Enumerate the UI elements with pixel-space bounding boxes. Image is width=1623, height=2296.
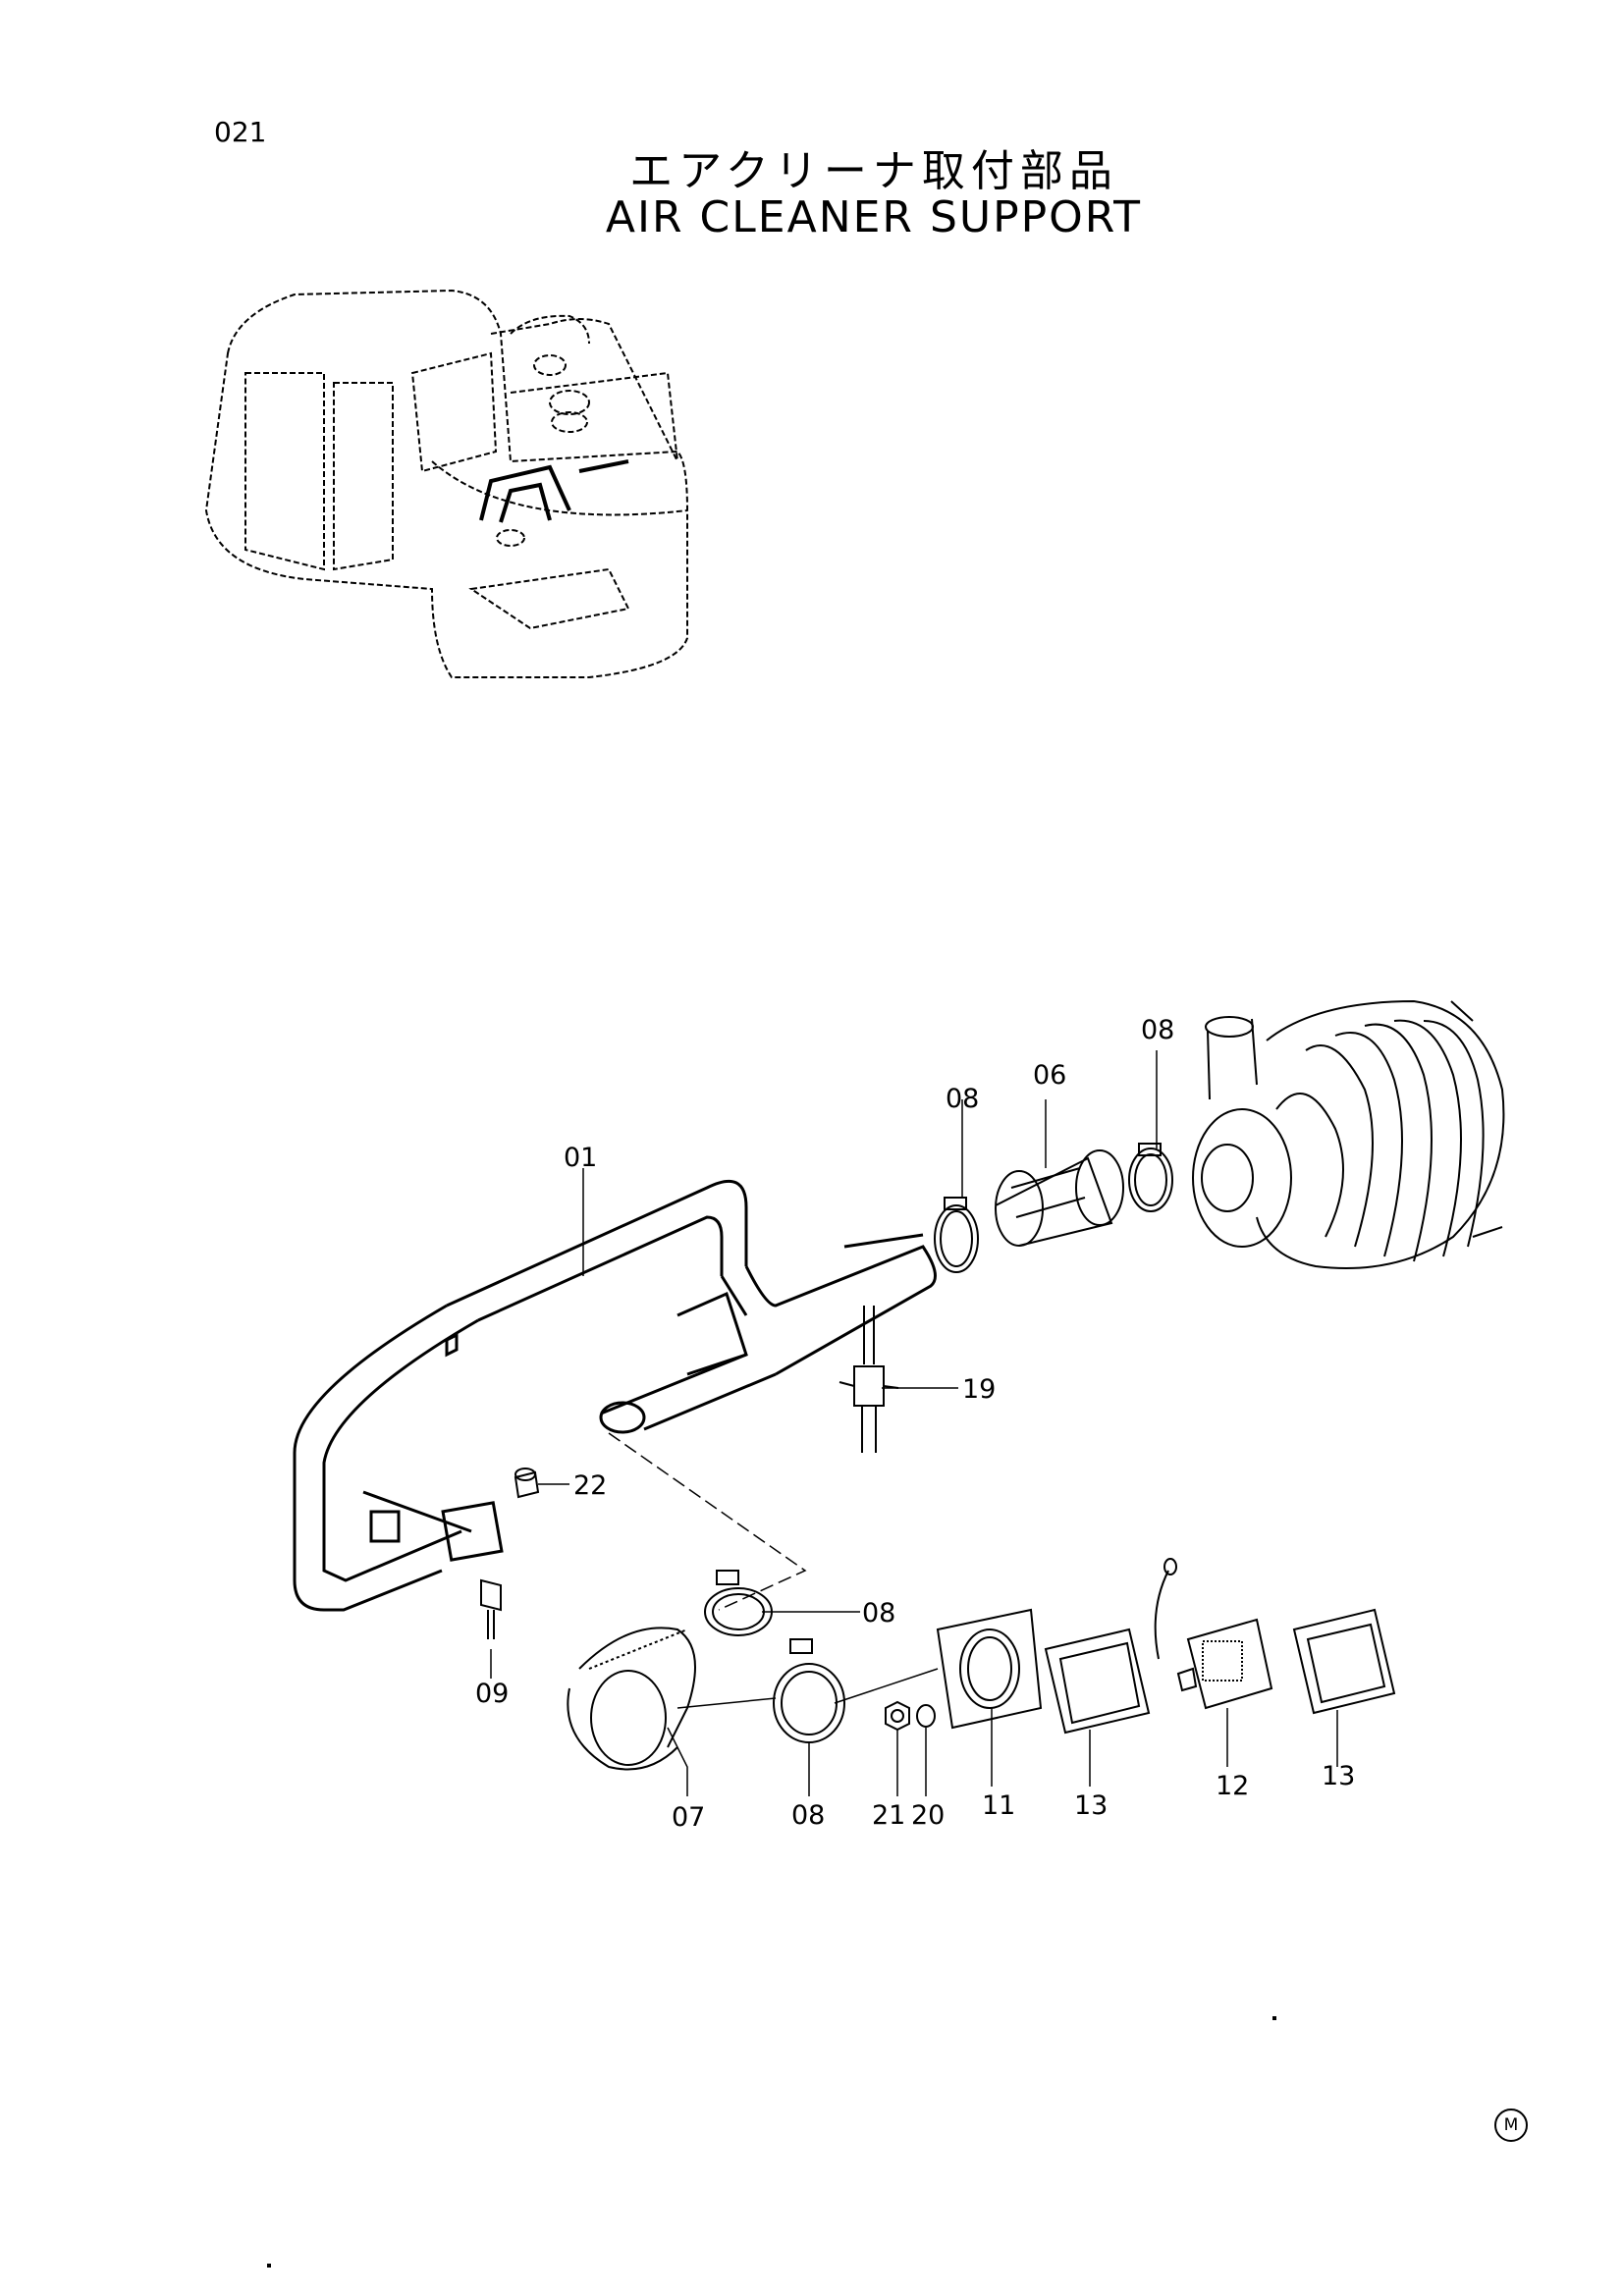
callout-20: 20 bbox=[911, 1800, 946, 1831]
callout-12: 12 bbox=[1216, 1771, 1250, 1801]
callout-11: 11 bbox=[982, 1790, 1016, 1821]
gasket-part-13-right bbox=[1292, 1608, 1396, 1715]
nut-part-21 bbox=[885, 1700, 910, 1732]
title-japanese: エアクリーナ取付部品 bbox=[629, 146, 1118, 196]
stray-dot-1 bbox=[1272, 2016, 1276, 2020]
callout-22: 22 bbox=[573, 1470, 608, 1501]
flange-part-11 bbox=[936, 1608, 1043, 1730]
callout-13-right: 13 bbox=[1322, 1761, 1356, 1791]
callout-13-left: 13 bbox=[1074, 1790, 1109, 1821]
intake-pipe-part-01 bbox=[293, 1179, 937, 1612]
callout-06: 06 bbox=[1033, 1060, 1067, 1091]
title-english: AIR CLEANER SUPPORT bbox=[605, 192, 1143, 242]
gasket-part-13-left bbox=[1044, 1628, 1151, 1735]
callout-09: 09 bbox=[475, 1679, 510, 1709]
callout-01: 01 bbox=[564, 1143, 598, 1173]
callout-08-upper-left: 08 bbox=[946, 1084, 980, 1114]
elbow-hose-part-07 bbox=[567, 1627, 696, 1771]
callout-08-middle: 08 bbox=[862, 1598, 896, 1629]
page-number: 021 bbox=[214, 116, 267, 148]
drain-valve-part-19 bbox=[839, 1306, 899, 1453]
leader-lines bbox=[490, 1050, 1338, 1796]
callout-08-upper-right: 08 bbox=[1141, 1015, 1175, 1045]
clamp-part-08-lower bbox=[773, 1638, 845, 1743]
callout-08-lower: 08 bbox=[791, 1800, 826, 1831]
overview-highlighted-duct bbox=[479, 459, 629, 523]
clamp-part-08-upper-left bbox=[934, 1197, 979, 1273]
washer-part-20 bbox=[916, 1704, 936, 1728]
manufacturer-mark: M bbox=[1494, 2109, 1528, 2142]
callout-19: 19 bbox=[962, 1374, 997, 1405]
callout-07: 07 bbox=[672, 1802, 706, 1833]
plug-part-22 bbox=[514, 1468, 540, 1499]
air-cleaner-assembly bbox=[1192, 999, 1505, 1269]
clamp-part-08-upper-right bbox=[1128, 1143, 1173, 1212]
indicator-part-12 bbox=[1154, 1558, 1273, 1710]
stray-dot-2 bbox=[267, 2264, 271, 2268]
bolt-part-09 bbox=[480, 1578, 502, 1639]
hose-part-06 bbox=[995, 1149, 1124, 1247]
clamp-part-08-middle bbox=[704, 1570, 773, 1636]
excavator-overview-illustration bbox=[204, 289, 688, 678]
callout-21: 21 bbox=[872, 1800, 906, 1831]
